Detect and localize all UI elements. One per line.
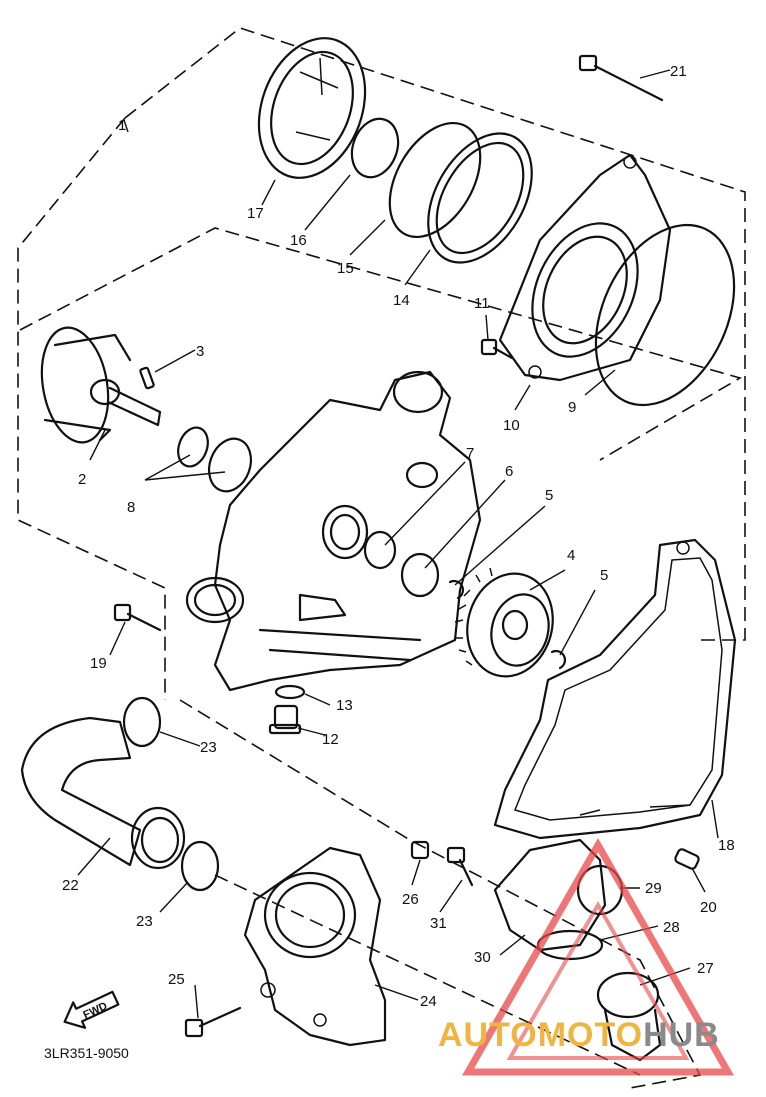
callout-9: 9 <box>568 399 576 416</box>
callout-20: 20 <box>700 899 717 916</box>
callout-5-upper: 5 <box>545 487 553 504</box>
callout-22: 22 <box>62 877 79 894</box>
assembly-boundary-outer <box>124 27 746 641</box>
leader-lines <box>77 69 719 1019</box>
svg-text:AUTOMOTOHUB: AUTOMOTOHUB <box>438 1016 720 1054</box>
part-16-disk <box>350 117 400 179</box>
forward-arrow <box>63 990 120 1029</box>
callout-1: 1 <box>118 117 126 134</box>
part-5-clip-upper <box>448 579 465 600</box>
callout-23-upper: 23 <box>200 739 217 756</box>
callout-21: 21 <box>670 63 687 80</box>
part-code: 3LR351-9050 <box>44 1045 129 1061</box>
part-25-bolt <box>184 1006 242 1038</box>
callout-5-lower: 5 <box>600 567 608 584</box>
callout-10: 10 <box>503 417 520 434</box>
part-10-cover <box>498 153 672 382</box>
watermark-text-1: AUTOMOTO <box>438 1016 643 1054</box>
part-23-oring-upper <box>122 696 162 748</box>
callout-14: 14 <box>393 292 410 309</box>
part-14-ring <box>427 132 533 264</box>
part-2-impeller <box>40 326 162 444</box>
callout-6: 6 <box>505 463 513 480</box>
callout-18: 18 <box>718 837 735 854</box>
boundary-lower <box>179 699 702 1089</box>
callout-25: 25 <box>168 971 185 988</box>
callout-11: 11 <box>474 295 490 312</box>
callout-4: 4 <box>567 547 575 564</box>
callout-7: 7 <box>466 445 474 462</box>
part-19-bolt <box>113 603 162 632</box>
callout-13: 13 <box>336 697 353 714</box>
part-4-gear <box>454 567 554 678</box>
part-13-washer <box>274 684 306 700</box>
part-6-bearing <box>400 552 440 598</box>
callout-26: 26 <box>402 891 419 908</box>
part-9-oring <box>594 223 736 407</box>
assembly-boundary-left <box>17 117 166 700</box>
callout-3: 3 <box>196 343 204 360</box>
part-24-housing <box>243 846 387 1047</box>
part-23-oring-lower <box>180 840 220 892</box>
callout-2: 2 <box>78 471 86 488</box>
watermark-text-2: HUB <box>643 1016 720 1054</box>
callout-16: 16 <box>290 232 307 249</box>
part-31-bolt <box>446 846 474 887</box>
callout-29: 29 <box>645 880 662 897</box>
part-17-seal <box>257 37 367 179</box>
callout-30: 30 <box>474 949 491 966</box>
callout-15: 15 <box>337 260 354 277</box>
callout-23-lower: 23 <box>136 913 153 930</box>
part-15-oring <box>388 121 482 239</box>
part-26-nut <box>410 840 430 860</box>
part-5-clip-lower <box>550 649 567 670</box>
callout-24: 24 <box>420 993 437 1010</box>
watermark-triangle <box>461 837 735 1076</box>
part-12-plug <box>268 704 302 735</box>
callout-12: 12 <box>322 731 339 748</box>
part-21-bolt <box>578 54 664 102</box>
part-3-pin <box>139 366 155 390</box>
callout-19: 19 <box>90 655 107 672</box>
part-7-bearing <box>363 530 397 570</box>
callout-8: 8 <box>127 499 135 516</box>
pump-body <box>185 370 482 692</box>
assembly-boundary-inner <box>19 227 743 461</box>
part-11-bolt <box>480 338 514 360</box>
watermark-triangle-inner <box>506 900 690 1060</box>
boundary-bottom <box>214 874 641 1076</box>
callout-31: 31 <box>430 915 447 932</box>
part-18-gasket <box>493 538 737 840</box>
watermark: AUTOMOTOHUB <box>438 837 735 1076</box>
part-8-bearings <box>177 426 253 493</box>
callout-28: 28 <box>663 919 680 936</box>
callout-17: 17 <box>247 205 264 222</box>
callout-27: 27 <box>697 960 714 977</box>
part-22-pipe <box>20 716 186 870</box>
part-20-dowel <box>674 848 700 870</box>
